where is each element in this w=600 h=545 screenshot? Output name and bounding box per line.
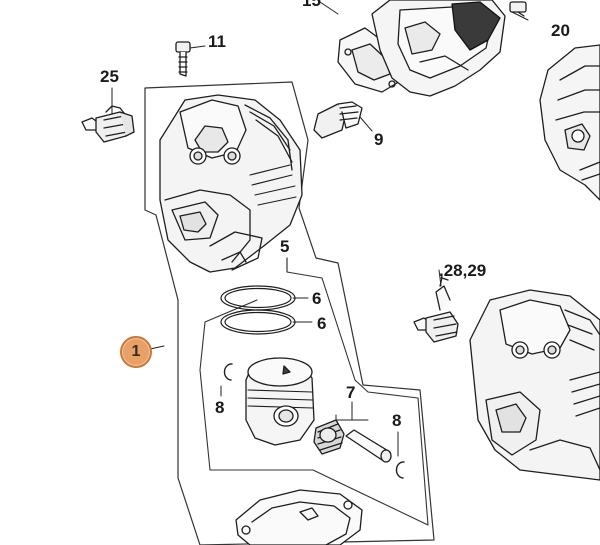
cylinder-gasket <box>235 489 363 545</box>
piston <box>245 357 315 446</box>
leader-lines <box>111 1 529 457</box>
part-label-28-29: ,28,29 <box>439 261 487 280</box>
part-label-6: 6 <box>312 289 322 308</box>
piston-pin <box>345 429 392 463</box>
cylinder-assembly-outline <box>144 81 435 545</box>
part-label-6: 6 <box>317 314 327 333</box>
part-label-25: 25 <box>100 67 119 86</box>
part-label-5: 5 <box>280 237 290 256</box>
needle-bearing <box>313 419 345 455</box>
circlip <box>395 461 405 479</box>
part-callout-label: 1 <box>131 343 141 360</box>
cylinder-right-lower <box>469 289 600 481</box>
screw <box>175 41 191 77</box>
part-label-8: 8 <box>215 398 225 417</box>
decompression-valve <box>313 101 363 139</box>
muffler <box>371 0 527 97</box>
part-label-20: 20 <box>551 21 570 40</box>
piston-group-outline <box>199 257 429 526</box>
part-label-15: 15 <box>302 0 321 10</box>
cylinder <box>159 94 303 273</box>
cylinder-right-top <box>539 44 600 201</box>
circlip <box>223 363 233 381</box>
part-label-7: 7 <box>346 383 356 402</box>
part-callout-1[interactable]: 1 <box>120 336 152 368</box>
part-label-11: 11 <box>208 32 226 51</box>
spark-plug <box>81 105 135 143</box>
part-label-8: 8 <box>392 411 402 430</box>
part-label-9: 9 <box>374 130 384 149</box>
spark-plug-right <box>413 277 459 343</box>
